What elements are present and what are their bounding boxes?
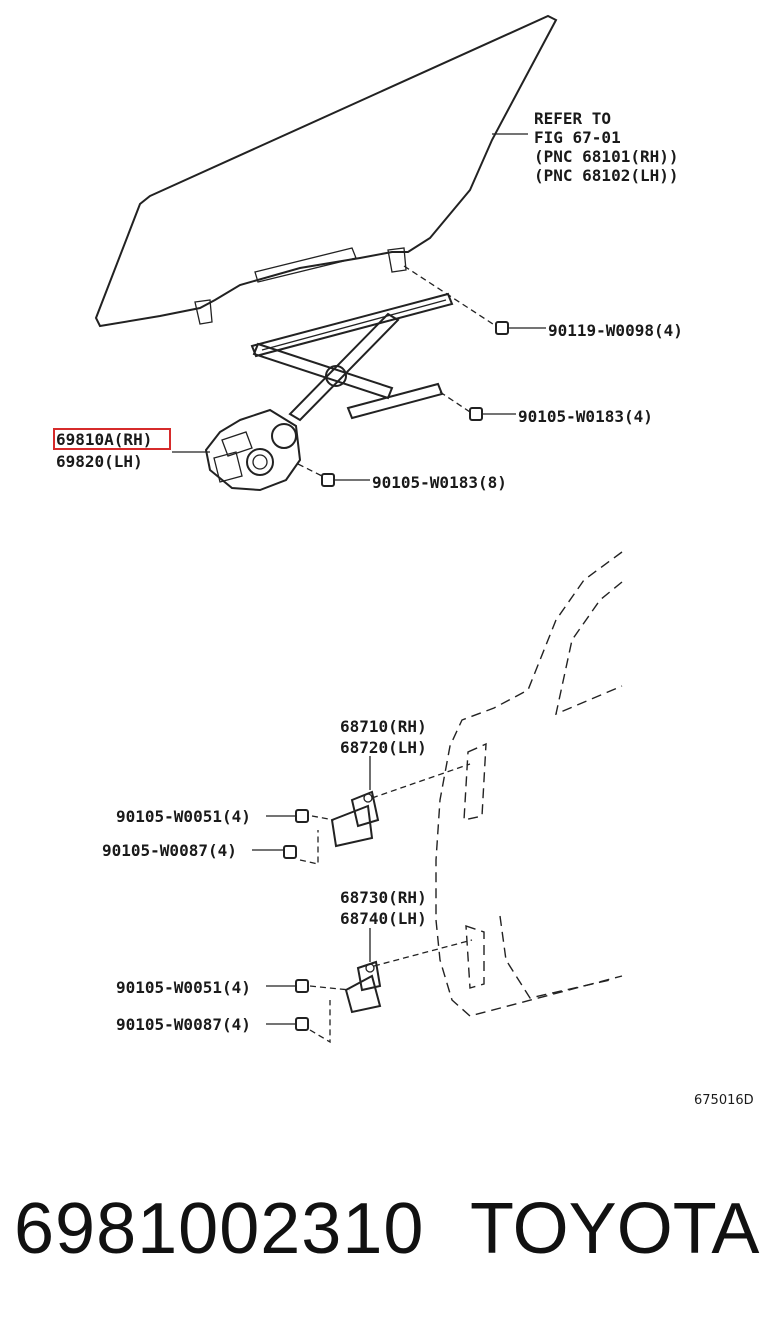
figure-code: 675016D	[694, 1093, 754, 1108]
bolt-icon	[297, 463, 370, 487]
refer-line-1: REFER TO	[534, 109, 611, 128]
door-hinge-upper	[252, 756, 471, 865]
highlight-box	[53, 428, 171, 450]
part-label-hinge-lower-lh[interactable]: 68740(LH)	[340, 909, 427, 928]
footer: 6981002310 TOYOTA	[0, 1188, 760, 1278]
part-label-lower-bolt-a[interactable]: 90105-W0051(4)	[116, 978, 251, 997]
part-label-regulator-lh[interactable]: 69820(LH)	[56, 452, 143, 471]
part-label-bolt-top[interactable]: 90119-W0098(4)	[548, 321, 683, 340]
vehicle-body-outline	[435, 551, 623, 1017]
refer-line-2: FIG 67-01	[534, 128, 621, 147]
refer-line-4: (PNC 68102(LH))	[534, 166, 679, 185]
refer-line-3: (PNC 68101(RH))	[534, 147, 679, 166]
part-label-hinge-lower-rh[interactable]: 68730(RH)	[340, 888, 427, 907]
part-number: 6981002310	[14, 1189, 425, 1269]
window-regulator	[204, 292, 454, 492]
part-label-lower-bolt-b[interactable]: 90105-W0087(4)	[116, 1015, 251, 1034]
part-label-hinge-upper-rh[interactable]: 68710(RH)	[340, 717, 427, 736]
brand-name: TOYOTA	[470, 1189, 760, 1269]
door-hinge-lower	[266, 928, 473, 1044]
part-label-upper-bolt-b[interactable]: 90105-W0087(4)	[102, 841, 237, 860]
part-label-bolt-low[interactable]: 90105-W0183(8)	[372, 473, 507, 492]
door-glass	[94, 14, 558, 328]
bolt-icon	[403, 265, 546, 335]
part-label-hinge-upper-lh[interactable]: 68720(LH)	[340, 738, 427, 757]
bolt-icon	[439, 391, 516, 421]
part-label-upper-bolt-a[interactable]: 90105-W0051(4)	[116, 807, 251, 826]
part-label-regulator-rh[interactable]: 69810A(RH)	[56, 430, 152, 449]
part-label-bolt-mid[interactable]: 90105-W0183(4)	[518, 407, 653, 426]
